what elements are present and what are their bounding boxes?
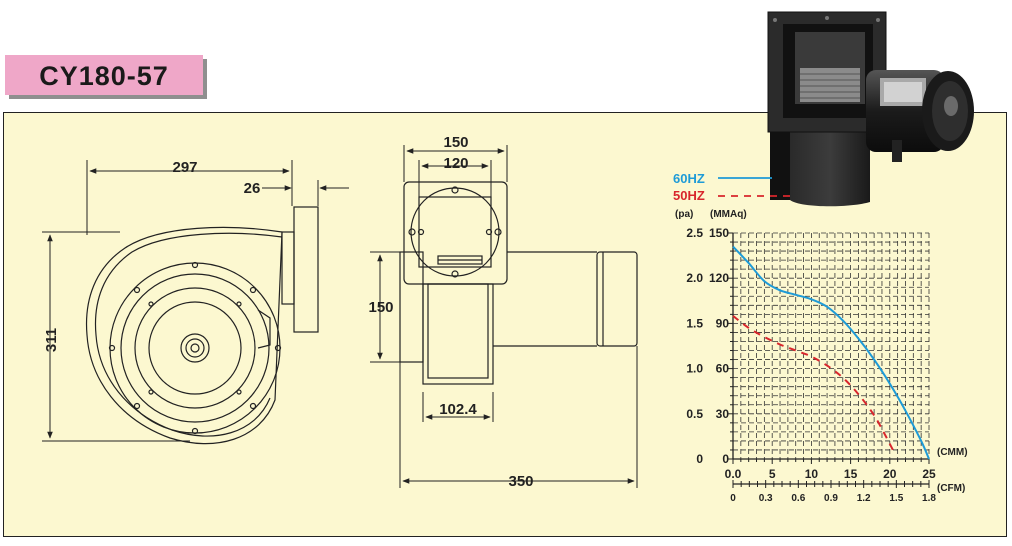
legend-60hz-label: 60HZ — [673, 171, 705, 186]
dim-flange-inner: 120 — [443, 155, 468, 172]
chart-ylabel-mmaq: (MMAq) — [710, 209, 747, 220]
x-tick-label-cmm: 10 — [805, 467, 819, 481]
chart-xlabel-cmm: (CMM) — [937, 447, 968, 458]
chart-grid — [733, 232, 930, 459]
x-tick-label-cfm: 0.6 — [791, 493, 805, 504]
x-tick-label-cmm: 25 — [922, 467, 936, 481]
series-line-50hz — [732, 315, 895, 452]
x-tick-label-cmm: 15 — [844, 467, 858, 481]
y-tick-label-pa: 0 — [722, 452, 729, 466]
x-tick-label-cfm: 0.3 — [759, 493, 773, 504]
x-tick-label-cfm: 0.9 — [824, 493, 838, 504]
fan-product-image — [767, 11, 974, 207]
x-tick-label-cmm: 5 — [769, 467, 776, 481]
performance-chart: (pa) (MMAq) (CMM) (CFM) 030609012015000.… — [675, 209, 968, 504]
y-tick-label-mmaq: 2.5 — [686, 226, 703, 240]
side-dimensions — [42, 160, 349, 442]
y-tick-label-pa: 150 — [709, 226, 729, 240]
front-view — [399, 181, 638, 385]
x-tick-label-cfm: 0 — [730, 493, 736, 504]
x-tick-label-cmm: 20 — [883, 467, 897, 481]
chart-ylabel-pa: (pa) — [675, 209, 693, 220]
chart-ticks: 0 30 60 90 120 150 0 0.5 1.0 1.5 2.0 2.5 0.0 5 10 15 20 2… — [686, 226, 936, 504]
dim-outlet-width: 102.4 — [439, 401, 477, 418]
series-line-60hz — [732, 245, 930, 460]
model-title-tab: CY180-57 — [5, 55, 203, 95]
y-tick-label-mmaq: 1.5 — [686, 316, 703, 330]
chart-xlabel-cfm: (CFM) — [937, 483, 965, 494]
dim-outlet-height: 150 — [368, 299, 393, 316]
chart-axes — [728, 232, 930, 488]
y-tick-label-mmaq: 0 — [696, 452, 703, 466]
model-title: CY180-57 — [39, 61, 169, 91]
side-view — [85, 206, 319, 445]
x-tick-label-cfm: 1.2 — [857, 493, 871, 504]
y-tick-label-pa: 90 — [716, 316, 730, 330]
chart-series — [732, 245, 930, 460]
x-tick-label-cmm: 0.0 — [725, 467, 742, 481]
legend-50hz-label: 50HZ — [673, 188, 705, 203]
x-tick-label-cfm: 1.8 — [922, 493, 936, 504]
dim-flange-outer: 150 — [443, 134, 468, 151]
y-tick-label-pa: 30 — [716, 407, 730, 421]
dim-side-width: 297 — [172, 159, 197, 176]
y-tick-label-mmaq: 0.5 — [686, 407, 703, 421]
dim-total-length: 350 — [508, 473, 533, 490]
x-tick-label-cfm: 1.5 — [889, 493, 903, 504]
y-tick-label-pa: 120 — [709, 271, 729, 285]
dim-side-height: 311 — [43, 328, 60, 352]
y-tick-label-mmaq: 2.0 — [686, 271, 703, 285]
y-tick-label-mmaq: 1.0 — [686, 362, 703, 376]
frequency-legend: 60HZ 50HZ — [673, 171, 790, 203]
y-tick-label-pa: 60 — [716, 362, 730, 376]
front-dimensions — [370, 145, 638, 488]
dim-flange-depth: 26 — [244, 180, 261, 197]
